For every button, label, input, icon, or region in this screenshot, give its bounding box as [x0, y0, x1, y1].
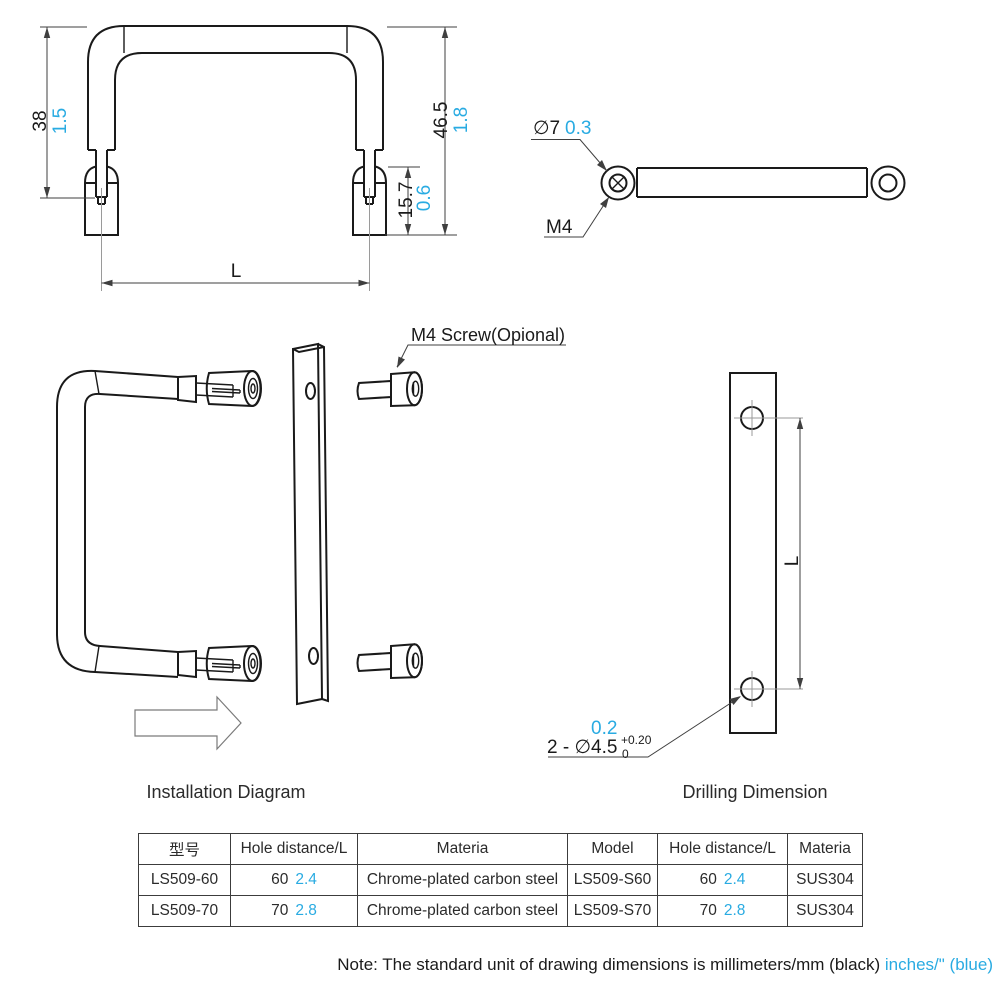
cell-material2: SUS304 [787, 864, 863, 896]
dim-L-label: L [231, 261, 242, 282]
dia-7-label: ∅7 [533, 118, 560, 139]
dim-38-label: 38 [30, 110, 51, 131]
header-hole-distance-2: Hole distance/L [657, 833, 788, 865]
drilling-dimension-caption: Drilling Dimension [682, 782, 828, 802]
bend-tangent-lines [123, 26, 348, 53]
units-note: Note: The standard unit of drawing dimen… [337, 955, 993, 975]
top-view-drawing: ∅7 0.3 M4 [531, 118, 906, 238]
dim-1_8-label: 1.8 [451, 107, 472, 133]
m4-label: M4 [546, 217, 573, 238]
spec-table: 型号 Hole distance/L Materia Model Hole di… [138, 833, 863, 927]
tolerance-lower-label: 0 [622, 747, 629, 761]
header-model-cn: 型号 [138, 833, 231, 865]
header-materia-2: Materia [787, 833, 863, 865]
cell-model: LS509-70 [138, 895, 231, 927]
dim-0_6-label: 0.6 [414, 185, 435, 211]
dim-1_5-label: 1.5 [50, 108, 71, 134]
header-hole-distance-1: Hole distance/L [230, 833, 358, 865]
dim-46_5-label: 46.5 [431, 102, 452, 139]
hole-callout-label: 2 - ∅4.5 [547, 737, 617, 758]
install-direction-arrow-icon [134, 695, 242, 751]
cell-model: LS509-60 [138, 864, 231, 896]
thread-cross-icon [611, 176, 625, 190]
hole-inch-label: 0.2 [591, 718, 617, 739]
units-note-black: Note: The standard unit of drawing dimen… [337, 955, 885, 974]
installation-diagram-drawing: M4 Screw(Opional) [56, 325, 566, 751]
installation-diagram-caption: Installation Diagram [146, 782, 306, 802]
units-note-blue: inches/" (blue) [884, 955, 993, 974]
dia-0_3-label: 0.3 [565, 118, 591, 139]
m4-screw-optional-label: M4 Screw(Opional) [411, 325, 565, 345]
header-model: Model [567, 833, 658, 865]
cell-model2: LS509-S70 [567, 895, 658, 927]
front-view-drawing: 38 1.5 46.5 1.8 15.7 0.6 L [30, 25, 472, 291]
drill-L-label: L [782, 556, 803, 567]
cell-material2: SUS304 [787, 895, 863, 927]
drilling-dimension-drawing: L 0.2 2 - ∅4.5 +0.20 0 [547, 372, 804, 761]
header-materia-1: Materia [357, 833, 568, 865]
cell-model2: LS509-S60 [567, 864, 658, 896]
dim-15_7-label: 15.7 [396, 182, 417, 219]
table-header-row: 型号 Hole distance/L Materia Model Hole di… [138, 833, 863, 865]
cell-material: Chrome-plated carbon steel [357, 864, 568, 896]
tolerance-upper-label: +0.20 [621, 733, 652, 747]
cell-material: Chrome-plated carbon steel [357, 895, 568, 927]
